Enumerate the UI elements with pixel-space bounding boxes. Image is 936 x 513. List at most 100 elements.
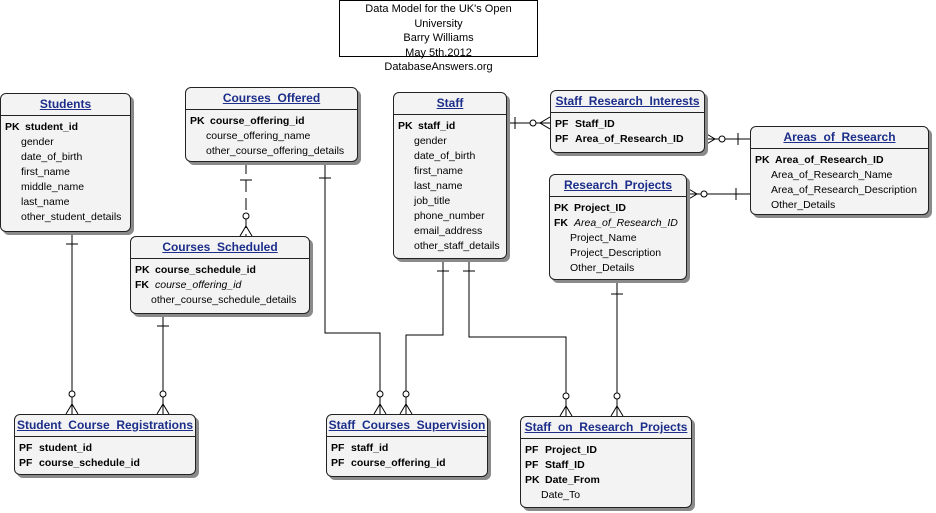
field-name: Other_Details [570,262,635,274]
field-name: student_id [39,442,93,454]
entity-name: Staff_on_Research_Projects [524,420,688,434]
field-name: course_offering_name [206,130,311,142]
field-row: other_course_offering_details [186,144,357,159]
key-marker: FK [135,279,149,291]
key-marker: FK [554,217,568,229]
field-row: course_offering_name [186,129,357,144]
field-row: other_staff_details [394,239,506,254]
field-row: other_student_details [1,210,130,225]
field-row: Other_Details [751,198,928,213]
entity-title: Areas_of_Research [751,127,928,149]
field-row: last_name [394,179,506,194]
key-marker: PF [525,444,539,456]
entity-name: Areas_of_Research [783,130,896,144]
field-row: Date_To [521,488,691,503]
field-name: student_id [25,121,79,133]
entity-name: Courses_Offered [222,91,321,105]
field-name: gender [21,136,54,148]
entity-title: Staff [394,93,506,115]
field-name: Area_of_Research_Description [771,184,917,196]
key-marker: PK [525,474,540,486]
field-name: Area_of_Research_ID [574,217,678,229]
field-row: PK Date_From [521,473,691,488]
entity-name: Courses_Scheduled [162,240,278,254]
entity-name: Student_Course_Registrations [16,418,194,432]
field-row: job_title [394,194,506,209]
field-name: Other_Details [771,199,836,211]
rel-staff-supervision [405,259,444,414]
field-name: Staff_ID [545,459,585,471]
field-name: other_course_schedule_details [151,294,297,306]
field-name: Date_From [545,474,600,486]
field-name: Project_ID [545,444,597,456]
key-marker: PK [5,121,20,133]
diagram-title-box: Data Model for the UK's Open University … [339,0,538,73]
key-marker: PF [331,442,345,454]
field-name: Project_Description [570,247,662,259]
field-name: other_student_details [21,211,122,223]
field-row: FK course_offering_id [131,278,309,293]
entity-title: Staff_Courses_Supervision [327,415,487,437]
field-row: PK course_schedule_id [131,263,309,278]
entity-title: Courses_Offered [186,88,357,110]
field-row: PF Project_ID [521,443,691,458]
key-marker: PK [554,202,569,214]
field-name: Staff_ID [575,118,615,130]
field-row: other_course_schedule_details [131,293,309,308]
source-line: DatabaseAnswers.org [384,61,493,73]
field-row: first_name [1,165,130,180]
author-line: Barry Williams [403,32,474,44]
field-name: first_name [21,166,71,178]
title-line: Data Model for the UK's Open University [365,3,512,30]
field-row: Area_of_Research_Name [751,168,928,183]
field-row: last_name [1,195,130,210]
field-name: last_name [21,196,70,208]
field-name: course_offering_id [155,279,242,291]
field-row: PF staff_id [327,441,487,456]
field-row: gender [394,134,506,149]
field-name: job_title [414,195,451,207]
field-name: course_schedule_id [39,457,140,469]
entity-title: Staff_Research_Interests [551,91,704,113]
entity-title: Courses_Scheduled [131,237,309,259]
field-name: staff_id [351,442,389,454]
entity-title: Staff_on_Research_Projects [521,417,691,439]
key-marker: PK [755,154,770,166]
field-row: PK student_id [1,120,130,135]
field-row: first_name [394,164,506,179]
key-marker: PK [398,120,413,132]
field-row: FK Area_of_Research_ID [550,216,686,231]
key-marker: PK [135,264,150,276]
rel-staff-onprojects [468,259,567,416]
entity-title: Research_Projects [550,175,686,197]
field-name: other_course_offering_details [206,145,345,157]
field-name: course_schedule_id [155,264,256,276]
entity-name: Staff [436,96,464,110]
field-row: date_of_birth [1,150,130,165]
field-name: course_offering_id [351,457,446,469]
